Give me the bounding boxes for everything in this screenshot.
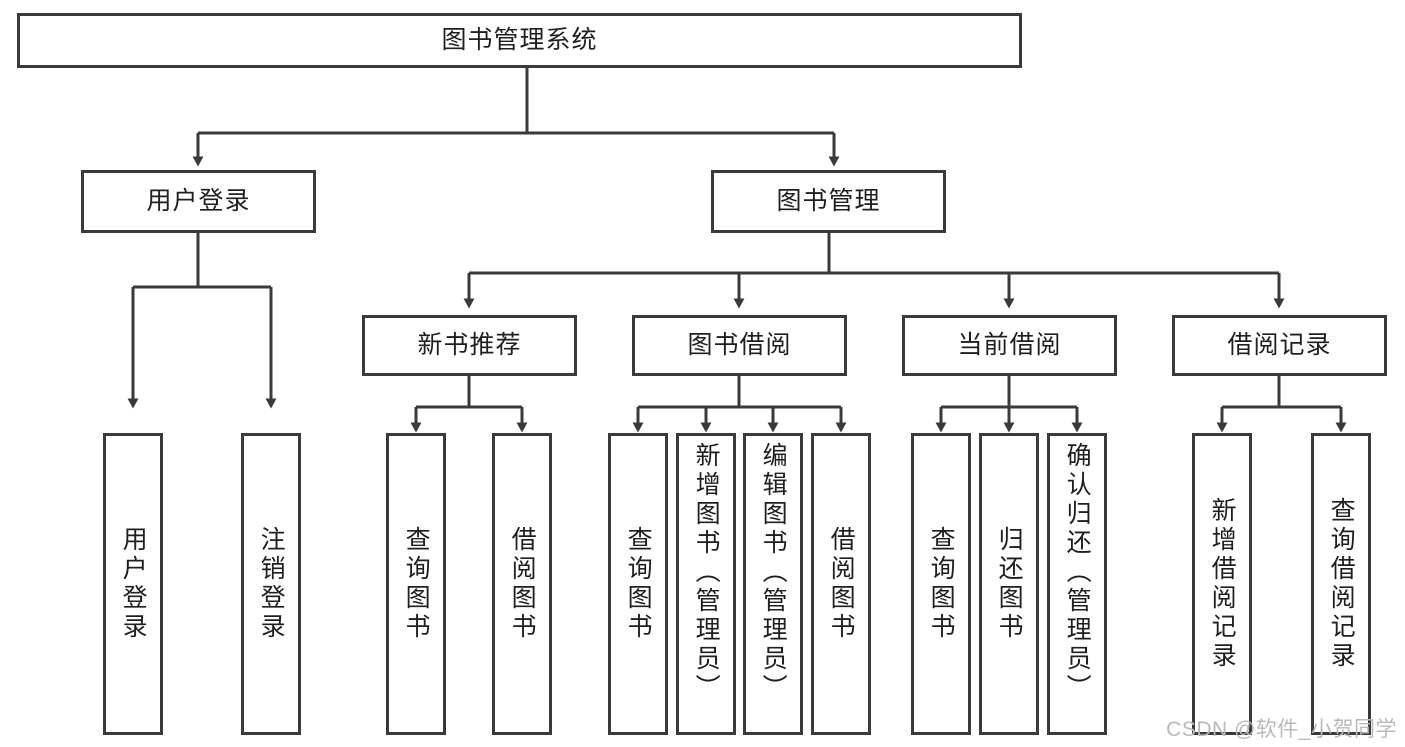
node-label: 图书管理系统: [441, 26, 598, 55]
node-root-book-management-system[interactable]: 图书管理系统: [17, 13, 1022, 68]
node-label: 当前借阅: [957, 331, 1062, 360]
leaf-current-borrow-query-book[interactable]: 查询图书: [911, 433, 971, 735]
node-current-borrow[interactable]: 当前借阅: [902, 315, 1117, 376]
leaf-label: 新增图书（管理员）: [692, 442, 721, 703]
leaf-book-borrow-borrow-book[interactable]: 借阅图书: [811, 433, 871, 735]
leaf-borrow-record-query-record[interactable]: 查询借阅记录: [1311, 433, 1371, 735]
node-new-book-recommend[interactable]: 新书推荐: [362, 315, 577, 376]
node-label: 借阅记录: [1227, 331, 1332, 360]
leaf-label: 查询图书: [624, 526, 653, 642]
node-book-borrow[interactable]: 图书借阅: [632, 315, 847, 376]
leaf-book-borrow-query-book[interactable]: 查询图书: [608, 433, 668, 735]
node-label: 新书推荐: [417, 331, 522, 360]
node-user-login[interactable]: 用户登录: [81, 170, 316, 233]
node-borrow-record[interactable]: 借阅记录: [1172, 315, 1387, 376]
leaf-new-book-borrow-book[interactable]: 借阅图书: [492, 433, 552, 735]
leaf-current-borrow-confirm-return-admin[interactable]: 确认归还（管理员）: [1047, 433, 1107, 735]
node-label: 用户登录: [146, 187, 251, 216]
leaf-user-login-logout[interactable]: 注销登录: [241, 433, 301, 735]
csdn-watermark: CSDN @软件_小贺同学: [1166, 718, 1397, 741]
leaf-label: 借阅图书: [827, 526, 856, 642]
leaf-borrow-record-add-record[interactable]: 新增借阅记录: [1192, 433, 1252, 735]
leaf-current-borrow-return-book[interactable]: 归还图书: [979, 433, 1039, 735]
leaf-new-book-query-book[interactable]: 查询图书: [386, 433, 446, 735]
leaf-label: 查询图书: [927, 526, 956, 642]
leaf-label: 新增借阅记录: [1208, 497, 1237, 671]
leaf-book-borrow-edit-book-admin[interactable]: 编辑图书（管理员）: [743, 433, 803, 735]
leaf-label: 用户登录: [119, 526, 148, 642]
leaf-book-borrow-add-book-admin[interactable]: 新增图书（管理员）: [676, 433, 736, 735]
node-label: 图书管理: [776, 187, 881, 216]
leaf-label: 确认归还（管理员）: [1063, 442, 1092, 703]
leaf-label: 归还图书: [995, 526, 1024, 642]
leaf-label: 查询图书: [402, 526, 431, 642]
leaf-user-login-login[interactable]: 用户登录: [103, 433, 163, 735]
leaf-label: 借阅图书: [508, 526, 537, 642]
node-book-management[interactable]: 图书管理: [711, 170, 946, 233]
node-label: 图书借阅: [687, 331, 792, 360]
leaf-label: 查询借阅记录: [1327, 497, 1356, 671]
leaf-label: 注销登录: [257, 526, 286, 642]
leaf-label: 编辑图书（管理员）: [759, 442, 788, 703]
